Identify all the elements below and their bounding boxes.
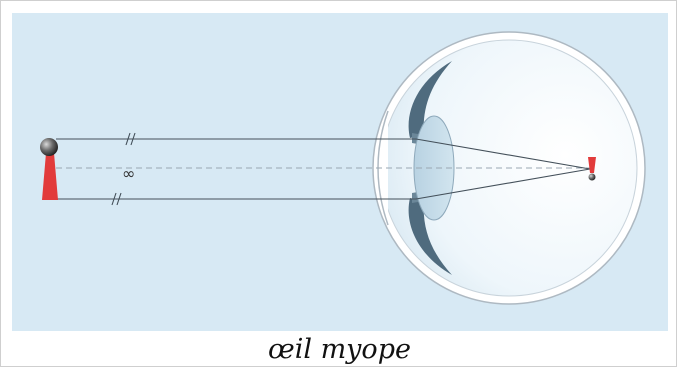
object-figure	[40, 138, 58, 200]
infinity-label: ∞	[122, 164, 135, 183]
object-cone	[42, 153, 58, 200]
image-ball	[589, 174, 596, 181]
object-ball	[40, 138, 58, 156]
caption: œil myope	[1, 333, 677, 367]
myopic-eye-diagram: ∞	[12, 13, 668, 331]
